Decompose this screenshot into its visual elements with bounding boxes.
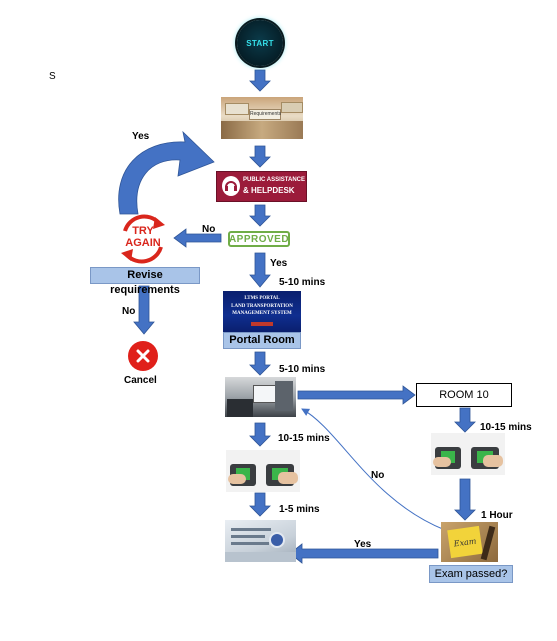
front-desk-photo — [225, 377, 296, 417]
arrow-approved-to-portal — [249, 252, 271, 288]
arrow-revise-to-cancel — [133, 285, 155, 335]
arrow-room10-to-biometrics — [454, 407, 476, 433]
arrow-try-again-to-helpdesk — [118, 130, 215, 215]
arrow-portal-to-desk — [249, 351, 271, 376]
arrow-approved-to-try-again — [173, 228, 222, 248]
edge-label-time-desk: 5-10 mins — [279, 364, 326, 375]
biometrics-photo-left — [226, 450, 300, 492]
license-photo — [225, 520, 296, 562]
try-again-line1: TRY — [132, 225, 154, 237]
approved-label: APPROVED — [228, 233, 290, 245]
arrow-helpdesk-to-approved — [249, 204, 271, 227]
try-again-icon: TRY AGAIN — [115, 213, 171, 265]
requirements-photo: Requirements — [221, 97, 303, 139]
portal-image: LTMS PORTAL LAND TRANSPORTATION MANAGEME… — [223, 291, 301, 332]
arrow-requirements-to-helpdesk — [249, 145, 271, 168]
headset-icon — [222, 176, 240, 196]
requirements-tab-label: Requirements — [249, 109, 281, 120]
margin-note: S — [49, 71, 56, 82]
arrow-exam-to-license — [289, 543, 439, 564]
edge-label-yes-approved: Yes — [270, 258, 288, 269]
arrow-biometrics-to-exam — [454, 478, 476, 521]
portal-line2: LAND TRANSPORTATION — [231, 304, 293, 309]
arrow-desk-to-room10 — [297, 385, 416, 405]
approved-stamp: APPROVED — [228, 231, 290, 247]
arrow-biometrics-to-license — [249, 492, 271, 517]
biometrics-photo-right — [431, 433, 505, 475]
portal-line1: LTMS PORTAL — [244, 296, 280, 301]
portal-line3: MANAGEMENT SYSTEM — [232, 311, 292, 316]
cancel-icon — [128, 341, 158, 371]
exam-photo: Exam — [441, 522, 498, 562]
helpdesk-line1: PUBLIC ASSISTANCE — [243, 177, 306, 183]
helpdesk-banner: PUBLIC ASSISTANCE & HELPDESK — [216, 171, 307, 202]
edge-label-time-exam: 1 Hour — [481, 510, 513, 521]
edge-label-no-try-again: No — [202, 224, 216, 235]
portal-room-caption: Portal Room — [223, 332, 301, 349]
edge-label-no-cancel: No — [122, 306, 136, 317]
edge-label-time-license: 1-5 mins — [279, 504, 320, 515]
helpdesk-line2: & HELPDESK — [243, 186, 295, 195]
edge-label-time-biometrics-left: 10-15 mins — [278, 433, 330, 444]
room10-box: ROOM 10 — [416, 383, 512, 407]
try-again-line2: AGAIN — [125, 237, 161, 249]
room10-label: ROOM 10 — [439, 389, 489, 401]
edge-label-yes-loop: Yes — [132, 131, 150, 142]
edge-label-time-biometrics-right: 10-15 mins — [480, 422, 532, 433]
start-label: START — [246, 38, 274, 48]
arrow-desk-to-biometrics — [249, 422, 271, 447]
revise-requirements-box: Revise requirements — [90, 267, 200, 296]
edge-label-yes-passed: Yes — [354, 539, 372, 550]
edge-label-time-portal: 5-10 mins — [279, 277, 326, 288]
exam-passed-caption: Exam passed? — [429, 565, 513, 583]
edge-label-no-retake: No — [371, 470, 385, 481]
arrow-start-to-requirements — [249, 69, 271, 92]
start-node: START — [237, 20, 283, 66]
arrow-exam-retake — [301, 408, 446, 531]
cancel-label: Cancel — [124, 375, 157, 386]
exam-sticky-text: Exam — [453, 535, 477, 549]
